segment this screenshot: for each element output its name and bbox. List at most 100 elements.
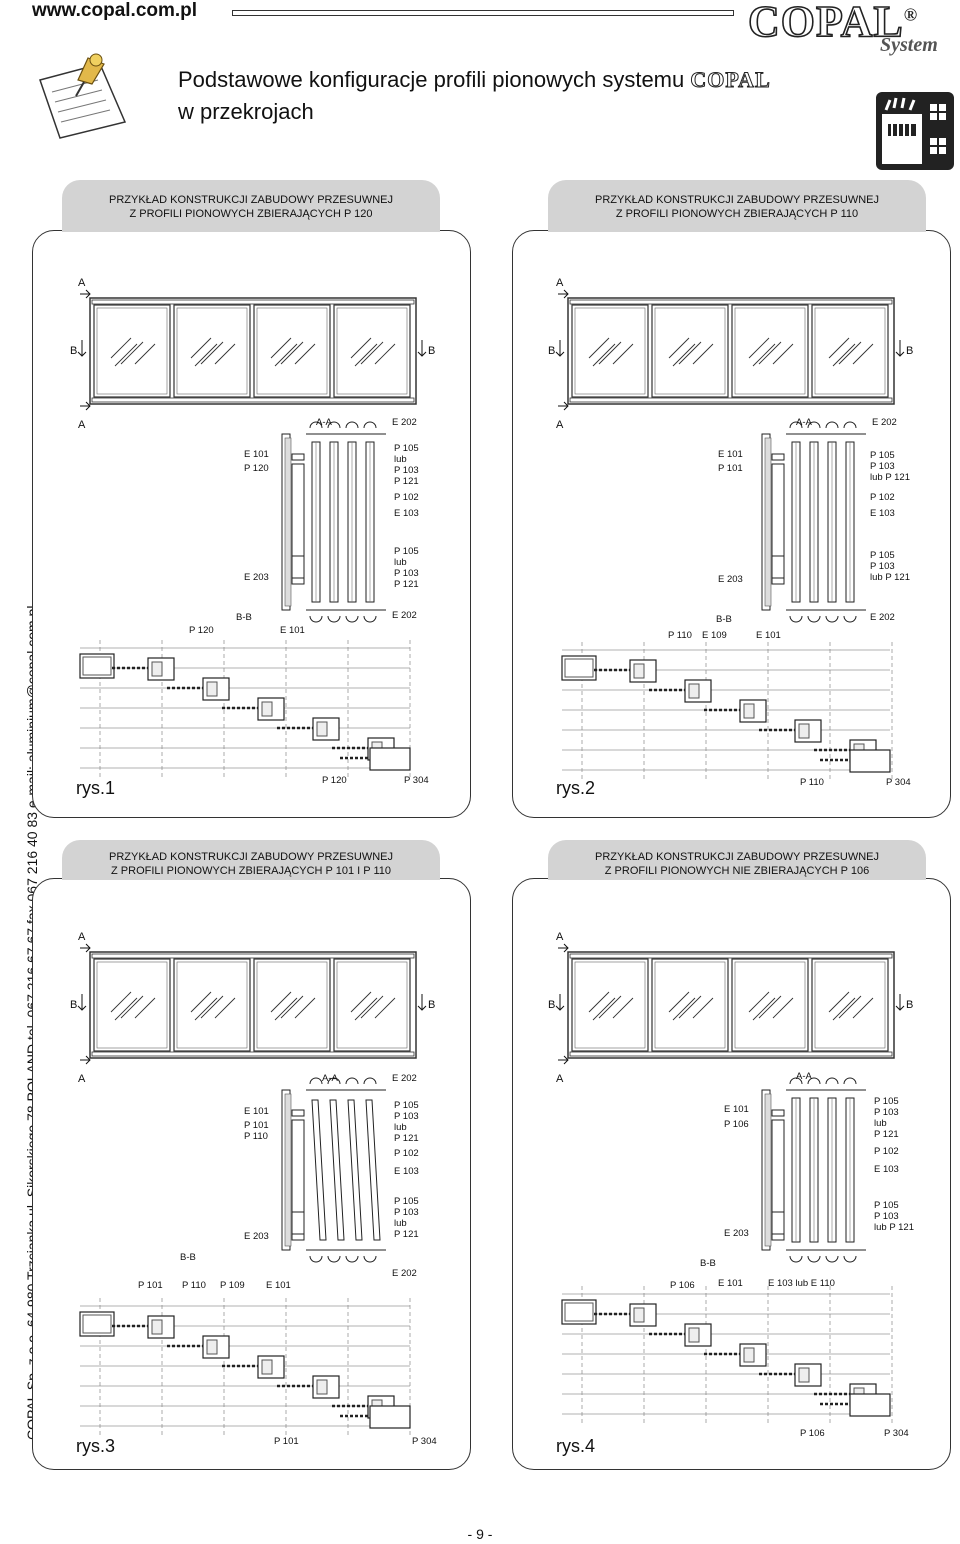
section-marker-b: B (428, 345, 435, 357)
profile-label: lub P 121 (870, 472, 910, 483)
profile-chamber (688, 1327, 700, 1343)
section-marker-a: A (78, 419, 86, 431)
profile-label: lub (394, 1122, 407, 1133)
profile-label: E 203 (724, 1228, 749, 1239)
glass-pane (654, 307, 726, 395)
hanger-roller (807, 421, 821, 429)
floor-guide (789, 615, 803, 623)
profile-label: E 202 (392, 1073, 417, 1084)
profile-label: E 202 (872, 417, 897, 428)
profile-label: P 103 (394, 465, 419, 476)
glass-panel (333, 958, 411, 1052)
end-profile (849, 1393, 891, 1417)
hanger-roller (363, 1077, 377, 1085)
logo-subtitle: System (880, 34, 938, 56)
profile-label: E 101 (244, 449, 269, 460)
page-title: Podstawowe konfiguracje profili pionowyc… (178, 67, 771, 125)
page-number: - 9 - (467, 1526, 493, 1542)
floor-guide (825, 1255, 839, 1263)
profile-cap (291, 453, 305, 461)
wall-profile-inner (564, 658, 594, 678)
glass-pane (256, 307, 328, 395)
profile-label: P 105 (874, 1096, 899, 1107)
section-marker-b: B (906, 999, 913, 1011)
profile-label: P 103 (874, 1107, 899, 1118)
frame-bottom-rail (91, 1051, 415, 1057)
profile-label: P 105 (394, 1100, 419, 1111)
profile-cap (291, 555, 305, 579)
leaf-profile (311, 1099, 327, 1241)
section-marker-a: A (78, 1073, 86, 1085)
profile-cap (771, 1109, 785, 1117)
profile-label: P 101 (138, 1280, 163, 1291)
profile-label: P 304 (404, 775, 429, 786)
hanger-roller (843, 1077, 857, 1085)
hanger-roller (327, 421, 341, 429)
profile-label: P 121 (394, 1133, 419, 1144)
profile-label: E 101 (718, 1278, 743, 1289)
end-profile (369, 747, 411, 771)
glass-pane (734, 307, 806, 395)
profile-chamber (151, 661, 163, 677)
glass-pane (814, 961, 886, 1049)
profile-label: P 106 (800, 1428, 825, 1439)
glass-pane (176, 307, 248, 395)
copal-logo: COPAL® (747, 0, 919, 47)
floor-guide (345, 1255, 359, 1263)
profile-label: P 102 (394, 492, 419, 503)
section-bb-label: B-B (700, 1258, 716, 1269)
profile-label: P 121 (874, 1129, 899, 1140)
profile-cap (771, 555, 785, 579)
glass-hatch (270, 337, 316, 367)
section-aa-label: A-A (796, 1071, 812, 1082)
leaf-profile (347, 1099, 363, 1241)
profile-label: E 109 (702, 630, 727, 641)
hanger-roller (789, 1077, 803, 1085)
section-marker-b: B (70, 999, 77, 1011)
profile-label: E 101 (718, 449, 743, 460)
profile-label: P 103 (870, 561, 895, 572)
profile-label: lub P 121 (870, 572, 910, 583)
glass-panel (93, 958, 171, 1052)
glass-panel (333, 304, 411, 398)
vertical-profile (291, 1119, 305, 1241)
marker-arrow (558, 401, 569, 411)
glass-panel (173, 304, 251, 398)
profile-chamber (206, 681, 218, 697)
sliding-door-icon (876, 92, 954, 170)
hanger-roller (327, 1077, 341, 1085)
hanger-roller (363, 421, 377, 429)
panel-heading-rys2: PRZYKŁAD KONSTRUKCJI ZABUDOWY PRZESUWNEJ… (548, 180, 926, 232)
frame-top-rail (569, 953, 893, 959)
profile-label: P 121 (394, 1229, 419, 1240)
profile-label: E 103 (394, 1166, 419, 1177)
floor-guide (789, 1255, 803, 1263)
panel-heading-rys1: PRZYKŁAD KONSTRUKCJI ZABUDOWY PRZESUWNEJ… (62, 180, 440, 232)
floor-guide (345, 615, 359, 623)
glass-hatch (828, 991, 874, 1021)
profile-label: P 102 (874, 1146, 899, 1157)
section-marker-a: A (556, 419, 564, 431)
glass-pane (574, 961, 646, 1049)
profile-label: P 304 (886, 777, 911, 788)
frame-bottom-rail (569, 397, 893, 403)
profile-label: E 103 lub E 110 (768, 1278, 835, 1289)
profile-cap (291, 1109, 305, 1117)
section-marker-a: A (556, 277, 564, 289)
floor-guide (843, 1255, 857, 1263)
glass-hatch (110, 337, 156, 367)
seal-strip (284, 1093, 292, 1247)
hanger-roller (843, 421, 857, 429)
seal-strip (764, 437, 772, 607)
glass-pane (176, 961, 248, 1049)
pinned-note-icon (39, 53, 127, 139)
profile-chamber (633, 1307, 645, 1323)
profile-label: E 101 (756, 630, 781, 641)
profile-label: P 110 (668, 630, 692, 641)
glass-pane (336, 961, 408, 1049)
profile-label: P 105 (870, 450, 895, 461)
glass-hatch (748, 991, 794, 1021)
profile-label: E 202 (392, 417, 417, 428)
marker-arrow (80, 1055, 91, 1065)
glass-panel (731, 958, 809, 1052)
